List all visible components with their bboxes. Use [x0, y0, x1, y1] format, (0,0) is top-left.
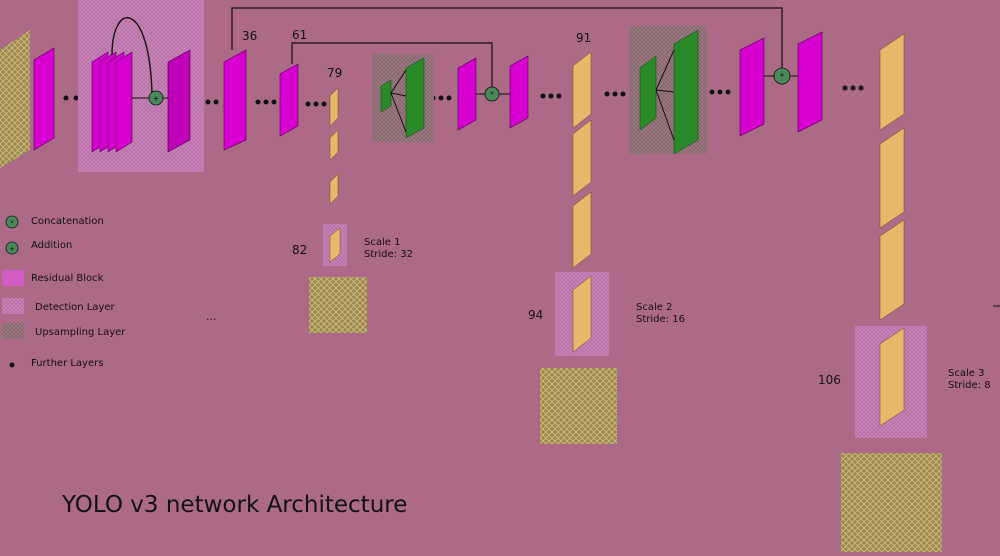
legend-label-concatenation: Concatenation [31, 216, 104, 227]
conv-layer [457, 57, 477, 131]
scale-2-label: Scale 2 [636, 302, 672, 313]
svg-text:+: + [153, 94, 160, 103]
ellipsis-mark: ... [206, 310, 217, 323]
legend-label-residual-block: Residual Block [31, 273, 104, 284]
skip-connection-36 [231, 7, 783, 76]
svg-text:*: * [780, 72, 784, 81]
detection-swatch [2, 298, 24, 314]
conv-layer [33, 47, 55, 151]
upsampling-swatch [2, 323, 24, 339]
detection-column-79 [329, 87, 339, 205]
conv-layer-36 [223, 49, 247, 151]
conv-layer [797, 31, 823, 133]
detection-column-106 [879, 33, 905, 321]
scale-1-label: Scale 1 [364, 237, 400, 248]
layer-number-61: 61 [292, 28, 307, 42]
conv-layer [509, 55, 529, 129]
conv-layer [739, 37, 765, 137]
skip-connections [231, 7, 783, 94]
detection-layer-82 [329, 227, 341, 263]
scale-3-output-image [841, 453, 942, 552]
scale-3-stride: Stride: 8 [948, 380, 991, 391]
detection-layer-94 [572, 275, 592, 353]
further-layers-dots [63, 85, 864, 107]
layer-number-91: 91 [576, 31, 591, 45]
svg-text:*: * [10, 219, 14, 227]
layer-number-79: 79 [327, 66, 342, 80]
legend-label-detection-layer: Detection Layer [35, 302, 116, 313]
scale-2-stride: Stride: 16 [636, 314, 685, 325]
upsampling-layer-2 [629, 26, 707, 155]
detection-layer-106 [879, 327, 905, 427]
layer-number-106: 106 [818, 373, 841, 387]
input-image [0, 30, 30, 168]
layer-number-36: 36 [242, 29, 257, 43]
residual-block: + [78, 0, 204, 172]
upsampling-layer-1 [372, 54, 434, 142]
scale-1-output-image [309, 277, 367, 333]
dot-icon [9, 362, 15, 368]
scale-2-output-image [540, 368, 617, 444]
addition-icon [5, 241, 19, 255]
skip-connection-61 [291, 42, 493, 94]
residual-swatch [2, 270, 24, 286]
diagram-title: YOLO v3 network Architecture [61, 492, 407, 518]
layer-number-82: 82 [292, 243, 307, 257]
concat-icon [5, 215, 19, 229]
conv-layer-61 [279, 63, 299, 137]
legend-label-further-layers: Further Layers [31, 358, 103, 369]
legend: * Concatenation + Addition Residual Bloc… [2, 215, 126, 369]
scale-1-stride: Stride: 32 [364, 249, 413, 260]
layer-number-94: 94 [528, 308, 543, 322]
svg-text:*: * [490, 90, 494, 99]
detection-column-91 [572, 51, 592, 269]
scale-3-label: Scale 3 [948, 368, 984, 379]
svg-text:+: + [9, 245, 15, 253]
legend-label-upsampling-layer: Upsampling Layer [35, 327, 126, 338]
legend-label-addition: Addition [31, 240, 72, 251]
